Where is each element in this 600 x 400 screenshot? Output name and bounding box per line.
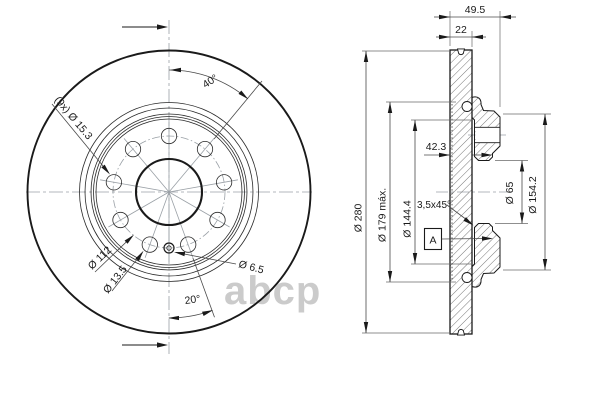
section-arrow-bottom <box>157 342 168 348</box>
bolt-hole <box>180 236 197 253</box>
bolt-circle <box>112 135 226 249</box>
bolt-hole <box>209 211 226 229</box>
hat-circle-1 <box>79 102 259 282</box>
ring-bottom-notch <box>456 328 466 336</box>
hat-section-bottom <box>471 223 501 288</box>
datum-label: A <box>429 235 436 247</box>
undercut-groove-top <box>461 101 473 112</box>
dim-outer-diameter: Ø 280 <box>353 204 365 233</box>
dim-flange-diameter: Ø 154.2 <box>527 176 539 214</box>
center-bore-circle <box>134 157 204 227</box>
dim-hat-diameter: Ø 144.4 <box>402 200 414 238</box>
bolt-hole <box>216 174 233 191</box>
hat-circle-4 <box>93 116 245 268</box>
datum-arrow <box>482 236 493 241</box>
pcd-leader-arrow <box>124 234 134 244</box>
bolt-hole <box>196 141 214 158</box>
locating-hole-outer <box>163 242 175 254</box>
dim-thickness: 22 <box>455 24 467 36</box>
dim-chamfer: 3,5x45° <box>417 200 451 211</box>
hole-radial-lines <box>100 122 238 262</box>
bolt-holes-leader <box>51 103 109 173</box>
angle-40-radial <box>213 80 263 140</box>
hat-circle-2 <box>84 107 254 277</box>
label-bolt-holes: (9x) Ø 15.3 <box>52 94 95 142</box>
watermark-logo: abcp <box>224 269 321 313</box>
label-angle-20: 20° <box>184 293 201 307</box>
section-arrow-top <box>157 24 168 30</box>
bolt-hole <box>160 127 178 145</box>
bolt-holes <box>105 127 233 253</box>
dim-bore-diameter: Ø 65 <box>504 181 516 204</box>
hole-6-5-leader <box>177 252 237 265</box>
angle-20-arrow-right <box>202 310 214 316</box>
angle-20-arrow-left <box>168 315 179 321</box>
hole-6-5-leader-arrow <box>174 252 186 257</box>
hat-circle-5 <box>95 118 243 266</box>
bolt-hole <box>112 211 129 229</box>
undercut-groove-bottom <box>461 272 473 283</box>
friction-ring-section <box>449 49 473 335</box>
pcd-leader <box>94 236 133 273</box>
dim-total-width: 49.5 <box>465 4 486 16</box>
angle-40-arrow-right <box>238 90 249 100</box>
bolt-hole <box>124 141 142 158</box>
locating-hole-inner <box>166 245 172 251</box>
dim-max-diameter: Ø 179 máx. <box>377 188 389 242</box>
angle-20-radial <box>192 257 215 318</box>
hat-circle-3 <box>90 113 248 271</box>
bolt-holes-leader-arrow <box>101 164 110 175</box>
bolt-hole <box>105 174 123 191</box>
section-view: 49.5 22 Ø 280 Ø 179 máx. Ø 144.4 <box>353 4 551 336</box>
disc-outer-circle <box>26 49 312 335</box>
dim-offset: 42.3 <box>426 141 447 153</box>
label-hole-13-5: Ø 13.5 <box>101 263 130 295</box>
ring-top-notch <box>456 48 466 56</box>
bolt-hole-void <box>475 127 500 143</box>
hole-13-5-leader-arrow <box>135 250 144 262</box>
angle-40-arrow-left <box>170 67 181 73</box>
bolt-hole <box>141 236 158 253</box>
